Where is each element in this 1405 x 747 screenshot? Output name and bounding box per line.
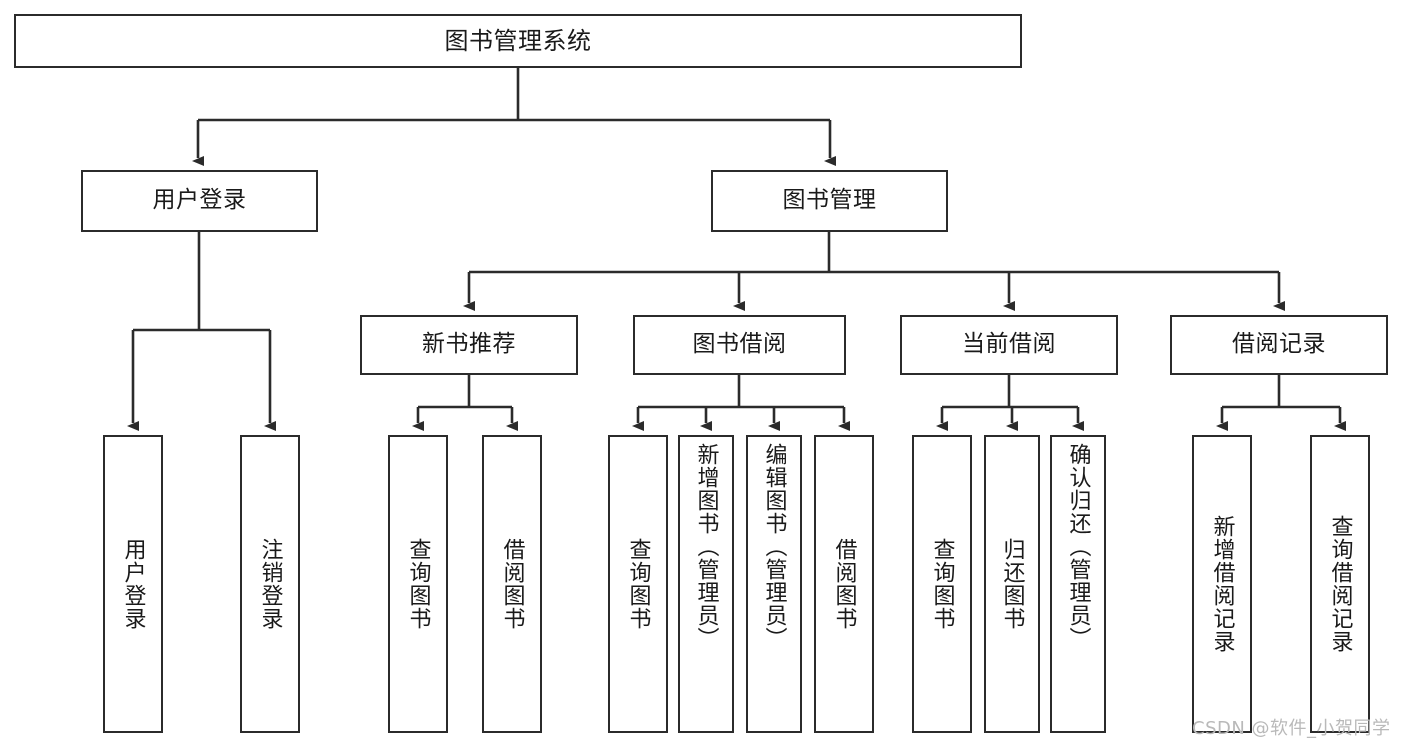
- node-leaf-borrow-query-book[interactable]: 查询图书: [608, 435, 668, 733]
- node-user-login[interactable]: 用户登录: [81, 170, 318, 232]
- node-label: 新增借阅记录: [1209, 515, 1235, 653]
- node-label: 当前借阅: [962, 331, 1056, 358]
- node-label: 查询借阅记录: [1327, 515, 1353, 653]
- node-leaf-borrow-edit-book-admin[interactable]: 编辑图书（管理员）: [746, 435, 802, 733]
- node-borrow-record[interactable]: 借阅记录: [1170, 315, 1388, 375]
- node-label: 查询图书: [405, 538, 431, 630]
- node-leaf-user-login[interactable]: 用户登录: [103, 435, 163, 733]
- node-label: 编辑图书（管理员）: [761, 443, 787, 650]
- node-root-system[interactable]: 图书管理系统: [14, 14, 1022, 68]
- node-leaf-recommend-query-book[interactable]: 查询图书: [388, 435, 448, 733]
- node-leaf-current-query-book[interactable]: 查询图书: [912, 435, 972, 733]
- node-leaf-borrow-add-book-admin[interactable]: 新增图书（管理员）: [678, 435, 734, 733]
- node-leaf-recommend-borrow-book[interactable]: 借阅图书: [482, 435, 542, 733]
- node-label: 用户登录: [120, 538, 146, 630]
- node-label: 用户登录: [152, 187, 247, 214]
- node-new-book-recommend[interactable]: 新书推荐: [360, 315, 578, 375]
- csdn-watermark: CSDN @软件_小贺同学: [1192, 718, 1391, 739]
- node-label: 确认归还（管理员）: [1065, 443, 1091, 650]
- node-book-manage[interactable]: 图书管理: [711, 170, 948, 232]
- node-label: 图书借阅: [692, 331, 787, 358]
- node-label: 查询图书: [929, 538, 955, 630]
- node-book-borrow[interactable]: 图书借阅: [633, 315, 846, 375]
- node-leaf-user-logout[interactable]: 注销登录: [240, 435, 300, 733]
- node-leaf-record-add[interactable]: 新增借阅记录: [1192, 435, 1252, 733]
- node-label: 新书推荐: [422, 331, 516, 358]
- node-label: 图书管理系统: [444, 26, 592, 55]
- node-leaf-record-query[interactable]: 查询借阅记录: [1310, 435, 1370, 733]
- node-label: 图书管理: [782, 187, 877, 214]
- node-current-borrow[interactable]: 当前借阅: [900, 315, 1118, 375]
- node-leaf-current-return-book[interactable]: 归还图书: [984, 435, 1040, 733]
- node-label: 借阅图书: [499, 538, 525, 630]
- node-label: 借阅记录: [1232, 331, 1326, 358]
- node-label: 查询图书: [625, 538, 651, 630]
- node-label: 借阅图书: [831, 538, 857, 630]
- node-leaf-current-confirm-return-admin[interactable]: 确认归还（管理员）: [1050, 435, 1106, 733]
- node-leaf-borrow-borrow-book[interactable]: 借阅图书: [814, 435, 874, 733]
- node-label: 注销登录: [257, 538, 283, 630]
- node-label: 新增图书（管理员）: [693, 443, 719, 650]
- node-label: 归还图书: [999, 538, 1025, 630]
